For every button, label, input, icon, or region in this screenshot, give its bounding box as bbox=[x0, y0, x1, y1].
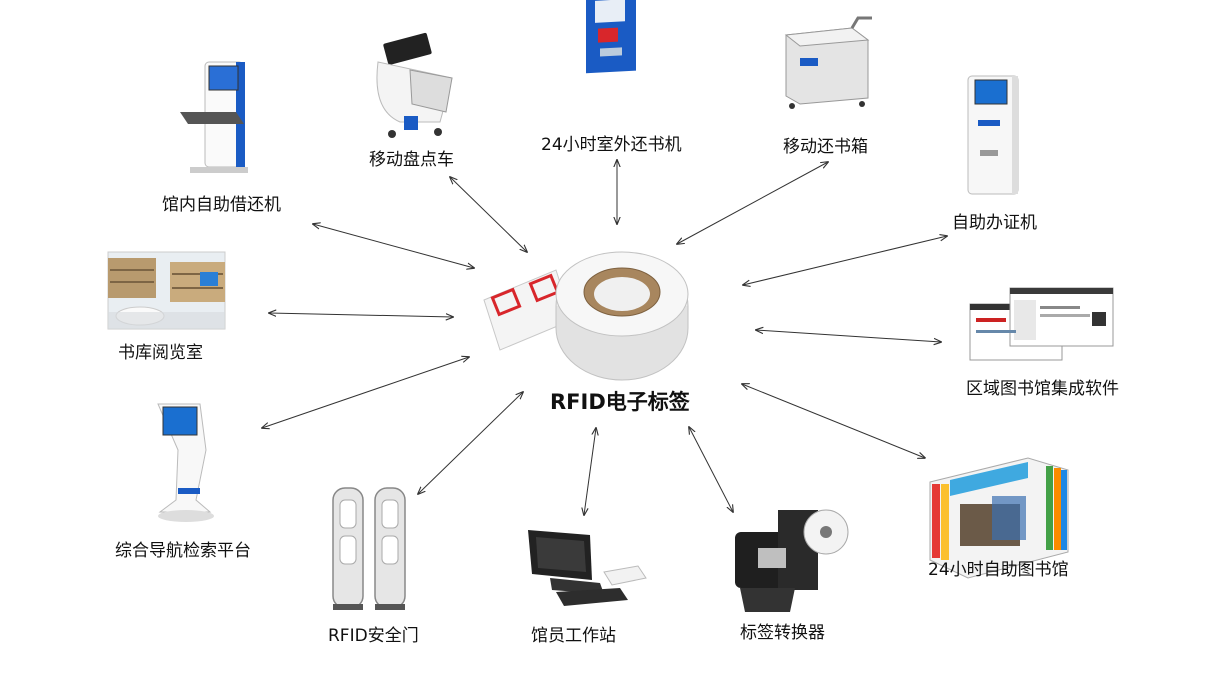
arrow-security-gate bbox=[418, 392, 523, 494]
label-tag-converter: 标签转换器 bbox=[740, 623, 825, 643]
guide-kiosk-icon bbox=[157, 403, 214, 522]
arrow-self-checkout bbox=[313, 224, 474, 268]
label-self-checkout: 馆内自助借还机 bbox=[162, 195, 281, 215]
arrow-reading-room bbox=[269, 313, 453, 317]
outdoor-return-machine-icon bbox=[586, 0, 636, 74]
label-self-library: 24小时自助图书馆 bbox=[928, 560, 1069, 580]
security-gate-icon bbox=[332, 487, 406, 610]
center-label: RFID电子标签 bbox=[550, 390, 690, 414]
inventory-cart-icon bbox=[376, 32, 453, 138]
arrow-card-issuing bbox=[743, 236, 947, 285]
arrow-inventory-cart bbox=[450, 177, 527, 252]
label-reading-room: 书库阅览室 bbox=[118, 343, 203, 363]
arrow-self-library bbox=[742, 384, 925, 458]
rfid-tag-roll-icon bbox=[483, 251, 689, 381]
regional-software-screens-icon bbox=[969, 287, 1114, 361]
mobile-return-box-icon bbox=[784, 16, 872, 109]
arrow-staff-station bbox=[584, 428, 596, 515]
arrow-guide-kiosk bbox=[262, 357, 469, 428]
label-security-gate: RFID安全门 bbox=[328, 626, 419, 646]
tag-converter-icon bbox=[735, 509, 849, 612]
arrow-regional-software bbox=[756, 330, 941, 342]
reading-room-photo-icon bbox=[107, 251, 226, 330]
label-guide-kiosk: 综合导航检索平台 bbox=[115, 541, 251, 561]
staff-workstation-icon bbox=[528, 530, 647, 606]
label-card-issuing: 自助办证机 bbox=[952, 213, 1037, 233]
label-outdoor-return: 24小时室外还书机 bbox=[541, 135, 682, 155]
self-checkout-kiosk-icon bbox=[180, 61, 248, 173]
arrow-tag-converter bbox=[689, 427, 733, 512]
label-inventory-cart: 移动盘点车 bbox=[369, 150, 454, 170]
self-service-library-icon bbox=[929, 457, 1069, 579]
arrow-mobile-return-box bbox=[677, 162, 828, 244]
label-regional-software: 区域图书馆集成软件 bbox=[966, 379, 1119, 399]
label-mobile-return-box: 移动还书箱 bbox=[783, 137, 868, 157]
card-issuing-machine-icon bbox=[967, 75, 1019, 195]
label-staff-station: 馆员工作站 bbox=[531, 626, 616, 646]
